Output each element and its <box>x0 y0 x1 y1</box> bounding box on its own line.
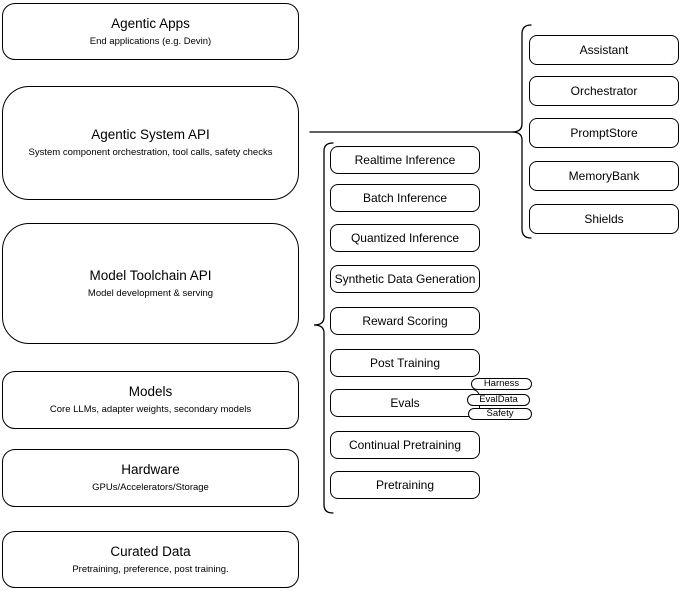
tag-evaldata: EvalData <box>467 394 530 406</box>
node-subtitle: System component orchestration, tool cal… <box>28 147 273 158</box>
tag-safety: Safety <box>468 408 532 420</box>
node-reward-scoring: Reward Scoring <box>330 307 480 335</box>
node-subtitle: GPUs/Accelerators/Storage <box>92 482 209 493</box>
node-subtitle: End applications (e.g. Devin) <box>89 35 212 47</box>
node-agentic-system-api: Agentic System API System component orch… <box>2 86 299 200</box>
node-subtitle: Core LLMs, adapter weights, secondary mo… <box>49 404 252 415</box>
node-assistant: Assistant <box>529 35 679 65</box>
node-memorybank: MemoryBank <box>529 161 679 191</box>
node-evals: Evals <box>330 389 480 417</box>
node-subtitle: Model development & serving <box>87 287 214 299</box>
node-agentic-apps: Agentic Apps End applications (e.g. Devi… <box>2 3 299 60</box>
node-title: Agentic System API <box>91 127 210 142</box>
node-models: Models Core LLMs, adapter weights, secon… <box>2 371 299 429</box>
node-title: Hardware <box>121 462 180 477</box>
node-title: Model Toolchain API <box>89 267 212 283</box>
node-realtime-inference: Realtime Inference <box>330 146 480 174</box>
node-quantized-inference: Quantized Inference <box>330 224 480 252</box>
node-shields: Shields <box>529 204 679 234</box>
node-title: Agentic Apps <box>111 15 190 31</box>
node-post-training: Post Training <box>330 349 480 377</box>
node-orchestrator: Orchestrator <box>529 76 679 106</box>
node-batch-inference: Batch Inference <box>330 184 480 212</box>
node-subtitle: Pretraining, preference, post training. <box>72 563 229 575</box>
node-hardware: Hardware GPUs/Accelerators/Storage <box>2 449 299 507</box>
node-model-toolchain-api: Model Toolchain API Model development & … <box>2 223 299 344</box>
node-promptstore: PromptStore <box>529 118 679 148</box>
node-title: Curated Data <box>110 543 191 559</box>
tag-harness: Harness <box>471 378 532 390</box>
toolchain-brace <box>313 142 334 514</box>
node-continual-pretraining: Continual Pretraining <box>330 431 480 459</box>
node-synthetic-data-generation: Synthetic Data Generation <box>330 265 480 293</box>
node-title: Models <box>128 384 173 399</box>
system-components-brace <box>511 24 532 239</box>
node-curated-data: Curated Data Pretraining, preference, po… <box>2 531 299 588</box>
node-pretraining: Pretraining <box>330 471 480 499</box>
